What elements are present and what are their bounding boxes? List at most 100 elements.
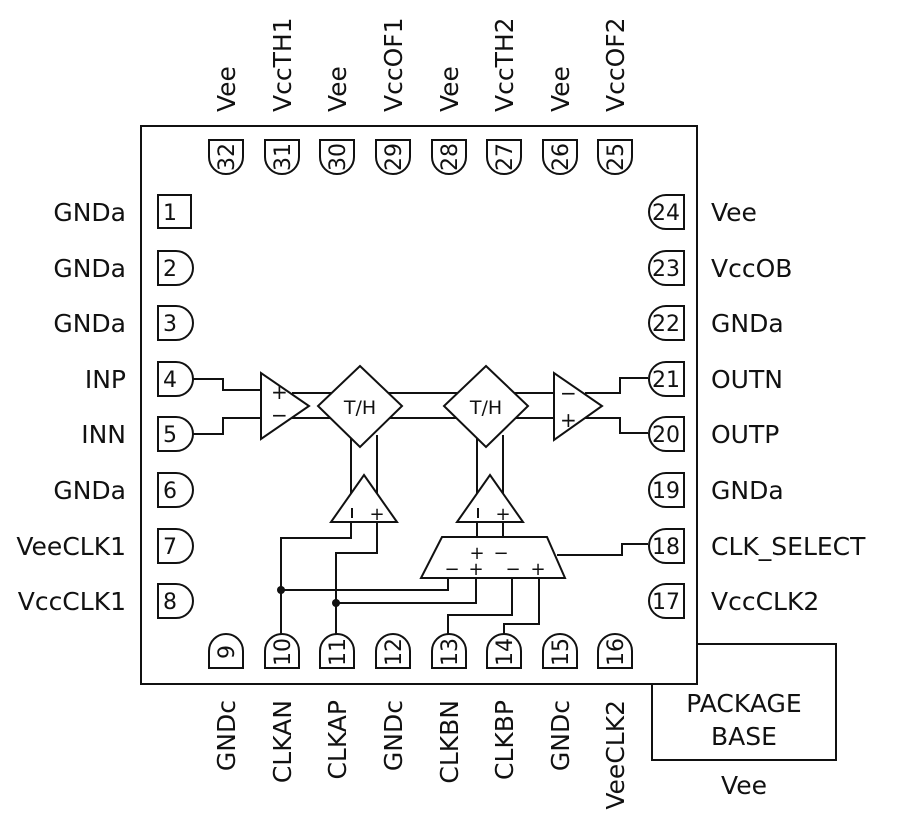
- pin-number: 28: [438, 143, 463, 171]
- pin-label: VccTH1: [268, 17, 297, 112]
- pin-label: GNDc: [546, 700, 575, 771]
- clock-amplifier-2: +: [455, 473, 525, 525]
- pin-number: 1: [163, 201, 177, 226]
- pin-number: 5: [163, 423, 177, 448]
- wire-outp: [585, 417, 648, 434]
- pin-label: INN: [81, 420, 126, 449]
- mux-a-plus: +: [468, 559, 483, 580]
- pin-number: 20: [652, 423, 680, 448]
- pin-label: GNDa: [53, 476, 126, 505]
- mux-out-minus: −: [493, 543, 508, 564]
- pin-21: 21 OUTN: [648, 361, 783, 397]
- mux-b-plus: +: [530, 559, 545, 580]
- pin-8: 8 VccCLK1: [18, 583, 194, 619]
- pin-number: 10: [271, 638, 296, 666]
- pin-label: GNDa: [53, 309, 126, 338]
- pin-31: 31 VccTH1: [264, 17, 300, 175]
- input-amp-plus: +: [271, 380, 288, 404]
- pin-label: GNDa: [711, 309, 784, 338]
- pin-number: 26: [549, 143, 574, 171]
- pin-7: 7 VeeCLK1: [16, 528, 194, 564]
- package-base-line1: PACKAGE: [686, 689, 801, 718]
- pin-label: VccOB: [711, 254, 792, 283]
- pin-number: 2: [163, 257, 177, 282]
- pin-number: 30: [326, 143, 351, 171]
- pin-label: Vee: [546, 66, 575, 112]
- chip-outline: [140, 125, 698, 685]
- pin-number: 13: [438, 638, 463, 666]
- track-hold-2: T/H: [442, 364, 530, 449]
- pin-label: OUTN: [711, 365, 783, 394]
- pin-number: 27: [493, 143, 518, 171]
- pin-label: Vee: [435, 66, 464, 112]
- pin-number: 32: [215, 143, 240, 171]
- wire-inn: [193, 417, 262, 435]
- clock-mux: + − − + − +: [419, 536, 567, 580]
- wire-inp: [193, 378, 262, 391]
- pin-number: 8: [163, 590, 177, 615]
- wire-clkap: [335, 522, 378, 634]
- pin-label: VccOF2: [601, 17, 630, 112]
- pin-number: 4: [163, 368, 177, 393]
- wire-outn: [585, 377, 648, 394]
- pin-label: CLKBN: [435, 700, 464, 784]
- output-amp-minus: −: [560, 381, 577, 405]
- pin-4: 4 INP: [85, 361, 194, 397]
- pin-3: 3 GNDa: [53, 305, 194, 341]
- input-amplifier: + −: [260, 371, 311, 441]
- mux-b-minus: −: [505, 559, 520, 580]
- pin-label: CLKBP: [490, 700, 519, 780]
- pin-24: 24 Vee: [648, 194, 757, 230]
- pin-number: 29: [382, 143, 407, 171]
- pin-number: 7: [163, 535, 177, 560]
- pin-label: CLK_SELECT: [711, 532, 866, 561]
- pin-label: VeeCLK1: [16, 532, 126, 561]
- package-base-line2: BASE: [711, 722, 777, 751]
- pin-label: VeeCLK2: [601, 700, 630, 810]
- pin-label: CLKAN: [268, 700, 297, 783]
- pin-number: 15: [549, 638, 574, 666]
- package-base-vee-label: Vee: [721, 771, 767, 800]
- pin-number: 3: [163, 312, 177, 337]
- wire-mux-b-minus: [447, 578, 513, 634]
- th1-label: T/H: [343, 397, 376, 419]
- pin-label: Vee: [711, 198, 757, 227]
- pin-number: 21: [652, 368, 680, 393]
- bottom-pins: 9GNDc10CLKAN11CLKAP12GNDc13CLKBN14CLKBP1…: [208, 633, 633, 810]
- pin-label: GNDc: [212, 700, 241, 771]
- pin-17: 17 VccCLK2: [648, 583, 819, 619]
- clock-amplifier-1: +: [329, 473, 399, 525]
- pin-number: 31: [271, 143, 296, 171]
- pin-number: 22: [652, 312, 680, 337]
- package-base-outline: [651, 643, 837, 761]
- pin-label: VccCLK2: [711, 587, 819, 616]
- th2-label: T/H: [469, 397, 502, 419]
- wire-mux-b-plus: [503, 578, 540, 634]
- mux-out-plus: +: [469, 543, 484, 564]
- pin-22: 22 GNDa: [648, 305, 784, 341]
- pin-label: INP: [85, 365, 126, 394]
- wire-clk-select: [557, 543, 648, 556]
- mux-a-minus: −: [444, 559, 459, 580]
- pin-number: 17: [652, 590, 680, 615]
- pin-number: 16: [604, 638, 629, 666]
- pin-number: 11: [326, 638, 351, 666]
- pin-label: VccCLK1: [18, 587, 126, 616]
- pin-label: CLKAP: [323, 700, 352, 780]
- pin-number: 24: [652, 201, 680, 226]
- pin-label: GNDa: [711, 476, 784, 505]
